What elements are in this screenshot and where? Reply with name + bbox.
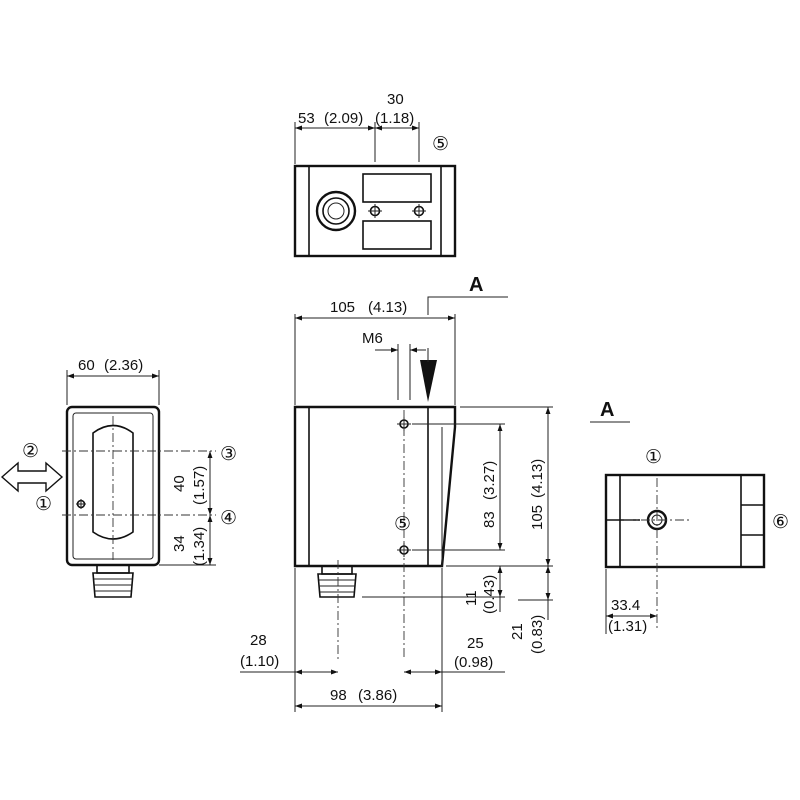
- dim-60: 60: [78, 357, 95, 374]
- connector-icon: [315, 190, 357, 232]
- dim-34-inch: (1.34): [191, 527, 208, 566]
- section-marker-a: A: [420, 274, 508, 402]
- dim-53-inch: (2.09): [324, 110, 363, 127]
- dim-105-height-inch: (4.13): [529, 459, 546, 498]
- callout-1-side: ①: [645, 447, 662, 468]
- display-window-top: [362, 173, 432, 203]
- top-view: 53 (2.09) 30 (1.18) ⑤: [293, 91, 457, 258]
- dim-11: 11: [463, 590, 480, 606]
- dim-60-inch: (2.36): [104, 357, 143, 374]
- dim-25: 25: [467, 635, 484, 652]
- dim-83: 83: [481, 511, 498, 528]
- dim-21: 21: [509, 623, 526, 640]
- thread-m6: M6: [362, 330, 383, 347]
- callout-5-top: ⑤: [432, 134, 449, 155]
- dim-33-4-inch: (1.31): [608, 618, 647, 635]
- dim-98: 98: [330, 687, 347, 704]
- callout-6-side: ⑥: [772, 512, 789, 533]
- section-label-a-side: A: [600, 399, 614, 421]
- dim-53: 53: [298, 110, 315, 127]
- dim-11-inch: (0.43): [481, 575, 498, 614]
- screw-icon: [412, 204, 426, 218]
- callout-4-left: ④: [220, 508, 237, 529]
- cable-gland-icon: [92, 564, 134, 598]
- cable-gland-icon: [317, 565, 357, 598]
- side-view-a: A ① ⑥ 33.4 (1.31): [590, 399, 789, 635]
- front-view: 105 (4.13) M6 83 (3.27) 105 (4.13) ⑤ 11 …: [240, 299, 553, 712]
- callout-1-left: ①: [35, 494, 52, 515]
- dim-105-height: 105: [529, 505, 546, 530]
- callout-2-left: ②: [22, 441, 39, 462]
- dim-105-width: 105: [330, 299, 355, 316]
- dim-40: 40: [171, 475, 188, 492]
- optics-window: [92, 424, 134, 540]
- dim-21-inch: (0.83): [529, 615, 546, 654]
- dim-30-inch: (1.18): [375, 110, 414, 127]
- left-view: ② ① ③ ④ 60 (2.36) 40 (1.57) 34 (1.34): [0, 357, 237, 598]
- dim-105-width-inch: (4.13): [368, 299, 407, 316]
- callout-5-front: ⑤: [394, 514, 411, 535]
- screw-icon: [76, 499, 86, 509]
- top-view-housing: [293, 164, 457, 258]
- dim-25-inch: (0.98): [454, 654, 493, 671]
- dim-28: 28: [250, 632, 267, 649]
- front-view-housing: [293, 405, 457, 568]
- dim-33-4: 33.4: [611, 597, 640, 614]
- side-view-housing: [604, 473, 766, 569]
- callout-3-left: ③: [220, 444, 237, 465]
- dim-40-inch: (1.57): [191, 466, 208, 505]
- dim-98-inch: (3.86): [358, 687, 397, 704]
- screw-icon: [368, 204, 382, 218]
- dim-28-inch: (1.10): [240, 653, 279, 670]
- display-window-bottom: [362, 220, 432, 250]
- dim-30: 30: [387, 91, 404, 108]
- section-label-a: A: [469, 274, 483, 296]
- dim-83-inch: (3.27): [481, 461, 498, 500]
- dim-34: 34: [171, 535, 188, 552]
- double-arrow-icon: [0, 461, 64, 493]
